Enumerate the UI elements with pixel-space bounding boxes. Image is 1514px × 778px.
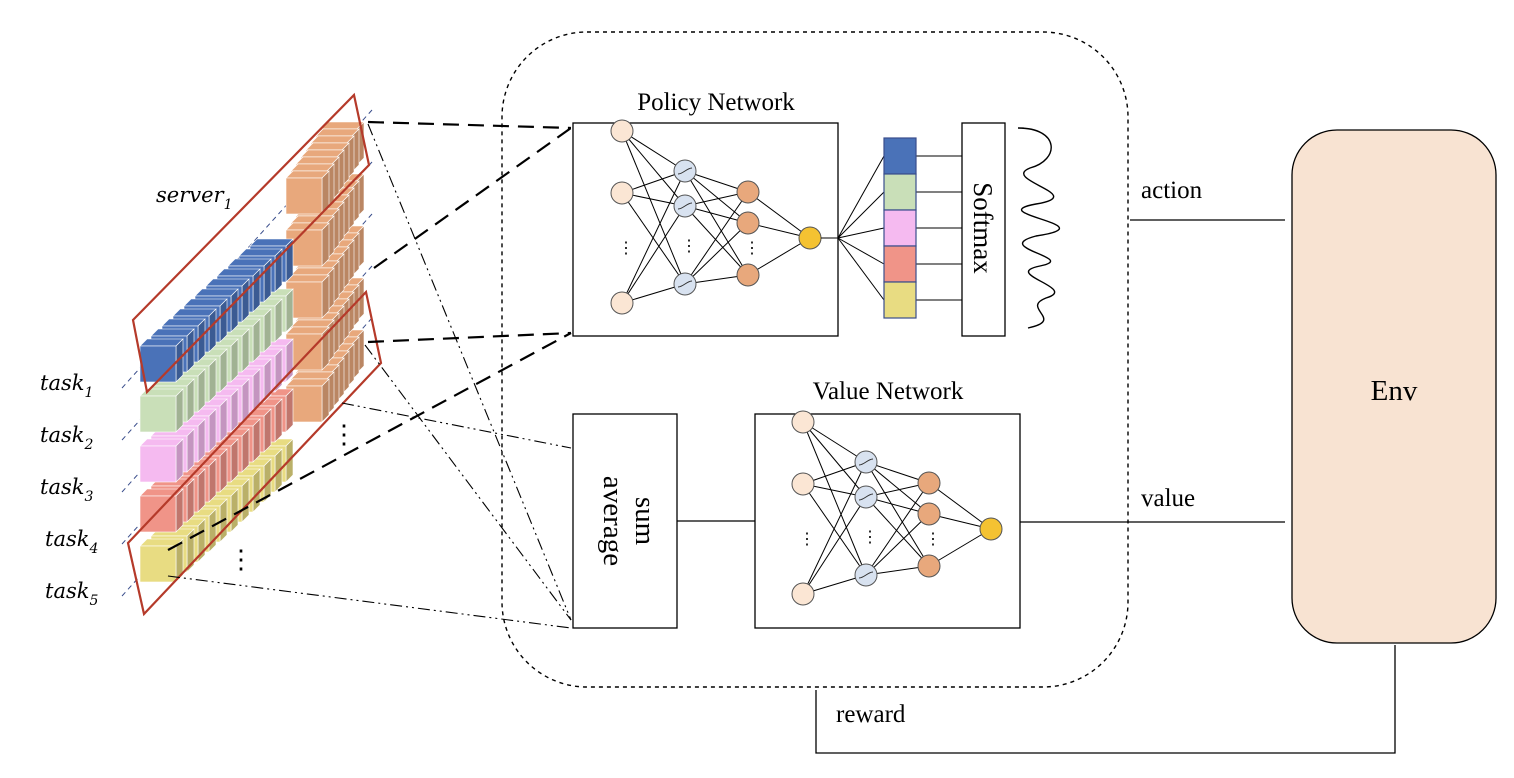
- layer-ellipsis: ⋮: [862, 529, 878, 546]
- task-label: task5: [45, 579, 98, 609]
- input-neuron: [610, 119, 634, 143]
- env-box: [1291, 129, 1497, 644]
- layer-ellipsis: ⋮: [744, 240, 760, 257]
- input-tensor: [121, 92, 383, 617]
- final-neuron: [798, 226, 822, 250]
- input-neuron: [610, 181, 634, 205]
- sigmoid-icon: [677, 167, 693, 175]
- server-label: server1: [156, 183, 233, 213]
- task-label-sub: 2: [83, 437, 93, 453]
- input-neuron: [791, 472, 815, 496]
- output-neuron: [736, 263, 760, 287]
- pooling-box: [572, 413, 678, 629]
- task-label-name: task: [45, 579, 89, 603]
- output-neuron: [917, 471, 941, 495]
- softmax-label: Softmax: [968, 182, 998, 274]
- env-label: Env: [1371, 375, 1418, 407]
- action-label: action: [1141, 177, 1203, 204]
- agent-boundary: [501, 31, 1129, 688]
- task-label-sub: 3: [84, 489, 93, 505]
- sigmoid-icon: [677, 280, 693, 288]
- task-highlight: [126, 289, 383, 617]
- server-highlight: [131, 92, 371, 395]
- softmax-cell: [883, 209, 917, 247]
- server-cell: [285, 170, 330, 215]
- layer-ellipsis: ⋮: [925, 531, 941, 548]
- distribution-wave-icon: [1017, 127, 1061, 329]
- task-ellipsis: ⋮: [228, 545, 254, 574]
- softmax-cell: [883, 173, 917, 211]
- sigmoid-icon: [858, 571, 874, 579]
- final-neuron: [979, 517, 1003, 541]
- task-cell: [139, 488, 184, 533]
- softmax-box: [961, 122, 1006, 337]
- task-cell: [139, 438, 184, 483]
- task-label-sub: 4: [88, 541, 98, 557]
- softmax-vector: [883, 137, 917, 319]
- sigmoid-icon: [858, 458, 874, 466]
- task-label: task1: [40, 371, 93, 401]
- task-label-sub: 5: [89, 593, 98, 609]
- value-network-graph: ⋮ ⋮ ⋮: [791, 410, 1003, 606]
- output-neuron: [736, 180, 760, 204]
- tensor-to-policy-connectors: [167, 120, 572, 551]
- input-neuron: [791, 410, 815, 434]
- task-label-name: task: [40, 475, 84, 499]
- softmax-cell: [883, 137, 917, 175]
- layer-ellipsis: ⋮: [799, 531, 815, 548]
- server-ellipsis: ⋮: [331, 420, 357, 449]
- task-label: task3: [40, 475, 93, 505]
- output-neuron: [736, 211, 760, 235]
- tensor-to-pool-connectors: [167, 123, 572, 629]
- sigmoid-icon: [858, 493, 874, 501]
- softmax-cell: [883, 281, 917, 319]
- reward-link: [815, 645, 1396, 754]
- softmax-cell: [883, 245, 917, 283]
- softmax-links: [821, 155, 962, 301]
- layer-ellipsis: ⋮: [618, 240, 634, 257]
- reward-label: reward: [836, 701, 906, 728]
- task-label: task2: [40, 423, 93, 453]
- input-neuron: [791, 582, 815, 606]
- pool-sum-label: sum: [629, 497, 661, 546]
- value-label: value: [1141, 485, 1195, 512]
- policy-network-graph: ⋮ ⋮ ⋮: [610, 119, 822, 315]
- output-neuron: [917, 502, 941, 526]
- value-network-title: Value Network: [813, 378, 964, 405]
- task-cell: [139, 388, 184, 433]
- sigmoid-icon: [677, 202, 693, 210]
- layer-ellipsis: ⋮: [681, 238, 697, 255]
- task-label: task4: [45, 527, 98, 557]
- task-label-name: task: [45, 527, 89, 551]
- task-label-name: task: [40, 423, 84, 447]
- output-neuron: [917, 554, 941, 578]
- input-neuron: [610, 291, 634, 315]
- task-label-name: task: [40, 371, 84, 395]
- task-cell: [139, 338, 184, 383]
- pool-average-label: average: [597, 476, 629, 566]
- task-cell: [139, 538, 184, 583]
- policy-network-title: Policy Network: [637, 89, 795, 116]
- task-label-sub: 1: [84, 385, 93, 401]
